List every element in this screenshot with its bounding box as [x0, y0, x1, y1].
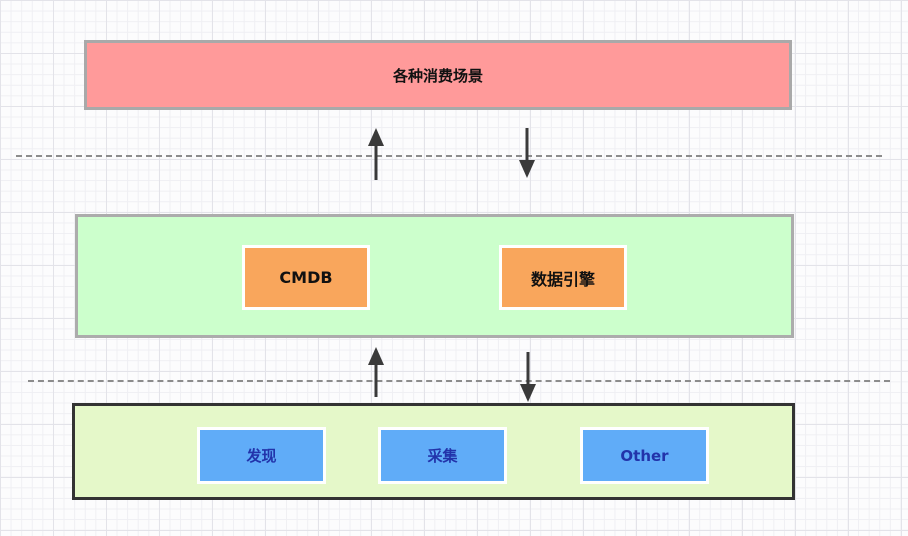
node-other: Other: [580, 427, 709, 484]
up-arrow-icon: [368, 347, 384, 397]
arrowhead: [520, 384, 536, 402]
arrowhead: [368, 347, 384, 365]
arrow-stem: [374, 361, 378, 397]
down-arrow-icon: [520, 352, 536, 402]
node-cmdb: CMDB: [242, 245, 370, 310]
consumption-layer-box: 各种消费场景: [84, 40, 792, 110]
arrowhead: [368, 128, 384, 146]
arrow-stem: [374, 142, 378, 180]
node-collect: 采集: [378, 427, 507, 484]
node-discovery-label: 发现: [246, 447, 277, 465]
node-data-engine-label: 数据引擎: [530, 269, 595, 289]
arrow-stem: [525, 128, 529, 164]
up-arrow-icon: [368, 128, 384, 180]
layer-separator-dashed-line-1: [16, 155, 882, 157]
node-discovery: 发现: [197, 427, 326, 484]
consumption-layer-label: 各种消费场景: [392, 66, 483, 85]
arrowhead: [519, 160, 535, 178]
node-other-label: Other: [620, 446, 669, 465]
node-collect-label: 采集: [427, 447, 458, 465]
node-data-engine: 数据引擎: [499, 245, 627, 310]
node-cmdb-label: CMDB: [279, 268, 333, 287]
layer-separator-dashed-line-2: [28, 380, 890, 382]
down-arrow-icon: [519, 128, 535, 178]
platform-layer-box: [75, 214, 794, 338]
arrow-stem: [526, 352, 530, 388]
